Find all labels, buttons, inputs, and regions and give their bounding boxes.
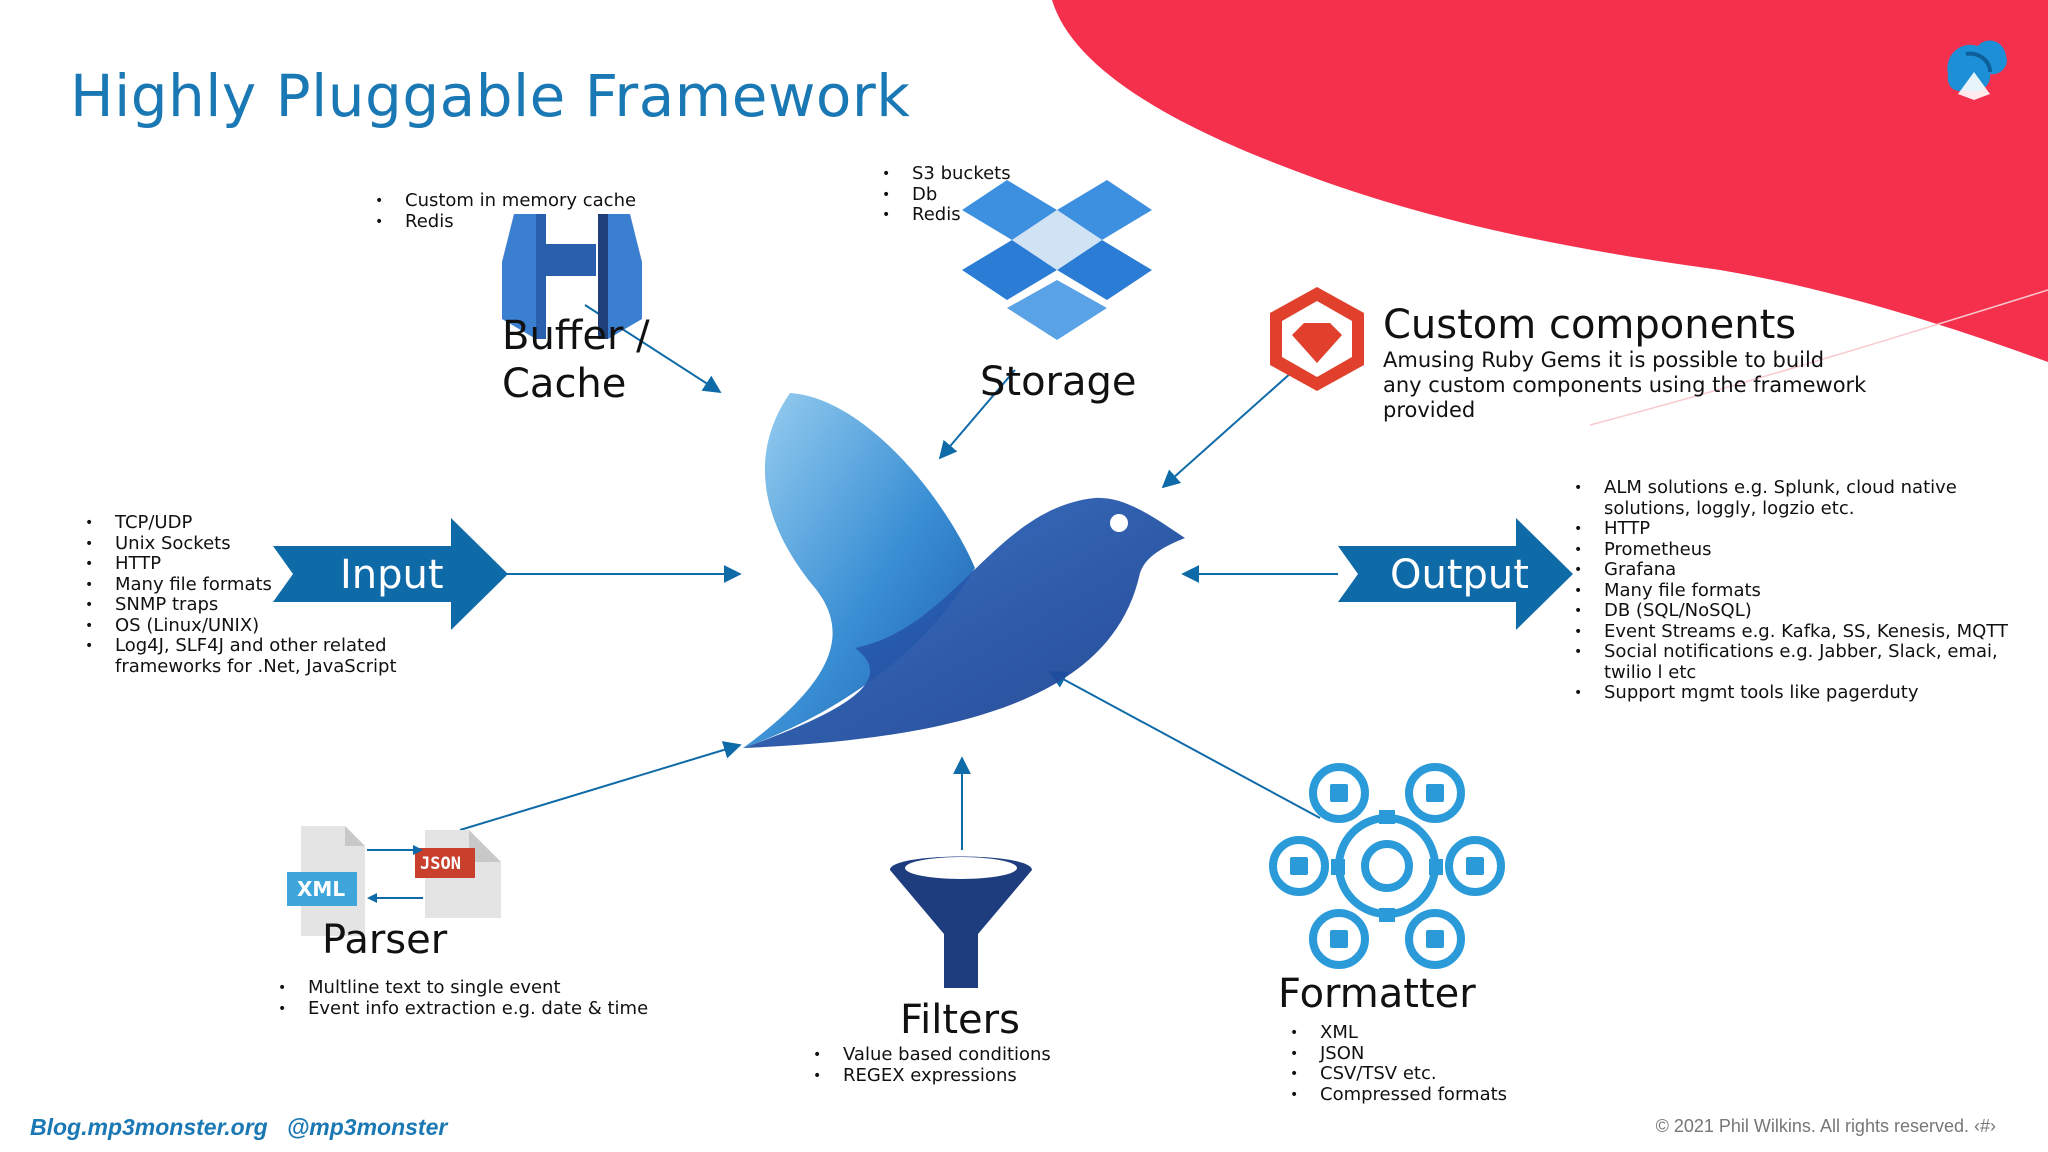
list-item: Redis xyxy=(882,204,1011,226)
formatter-icon xyxy=(1269,763,1505,969)
list-item: OS (Linux/UNIX) xyxy=(85,615,397,637)
list-item: Social notifications e.g. Jabber, Slack,… xyxy=(1574,641,2008,663)
json-tag: JSON xyxy=(420,854,461,874)
list-item: Value based conditions xyxy=(813,1044,1051,1066)
custom-components-title: Custom components xyxy=(1383,302,1797,348)
buffer-label-line2: Cache xyxy=(502,361,627,407)
list-item: Compressed formats xyxy=(1290,1084,1507,1106)
list-item: S3 buckets xyxy=(882,163,1011,185)
output-arrow-shape xyxy=(1338,518,1573,630)
output-bullets: ALM solutions e.g. Splunk, cloud native … xyxy=(1574,477,2008,704)
brand-logo-icon xyxy=(1947,40,2007,100)
storage-bullets: S3 buckets Db Redis xyxy=(882,163,1011,226)
storage-label: Storage xyxy=(980,359,1137,405)
buffer-cache-label: Buffer / Cache xyxy=(502,312,650,408)
list-item-continuation: twilio l etc xyxy=(1604,661,1697,683)
arrow-custom-to-core xyxy=(1161,371,1293,489)
funnel-filter-icon xyxy=(890,856,1032,988)
list-item: REGEX expressions xyxy=(813,1065,1051,1087)
list-item: Log4J, SLF4J and other related xyxy=(85,635,397,657)
buffer-cache-bullets: Custom in memory cache Redis xyxy=(375,190,636,233)
list-item: Custom in memory cache xyxy=(375,190,636,212)
custom-desc-line3: provided xyxy=(1383,398,1476,422)
list-item: Multline text to single event xyxy=(278,977,648,999)
ruby-gem-icon xyxy=(1270,287,1364,391)
list-item: solutions, loggly, logzio etc. xyxy=(1574,497,2008,520)
list-item-continuation: solutions, loggly, logzio etc. xyxy=(1604,497,1855,519)
list-item: HTTP xyxy=(1574,518,2008,540)
slide-title: Highly Pluggable Framework xyxy=(70,62,911,130)
list-item: Event Streams e.g. Kafka, SS, Kenesis, M… xyxy=(1574,621,2008,643)
list-item: SNMP traps xyxy=(85,594,397,616)
formatter-label: Formatter xyxy=(1278,971,1476,1017)
custom-components-desc: Amusing Ruby Gems it is possible to buil… xyxy=(1383,348,1866,423)
xml-tag: XML xyxy=(297,877,346,901)
input-arrow-shape xyxy=(273,518,508,630)
list-item-continuation: frameworks for .Net, JavaScript xyxy=(115,655,397,677)
parser-icon xyxy=(287,826,501,936)
footer-blog-link[interactable]: Blog.mp3monster.org @mp3monster xyxy=(30,1114,448,1140)
list-item: Unix Sockets xyxy=(85,533,397,555)
list-item: DB (SQL/NoSQL) xyxy=(1574,600,2008,622)
arrow-formatter-to-core xyxy=(1048,671,1321,819)
input-bullets: TCP/UDP Unix Sockets HTTP Many file form… xyxy=(85,512,397,678)
buffer-label-line1: Buffer / xyxy=(502,313,650,359)
formatter-bullets: XML JSON CSV/TSV etc. Compressed formats xyxy=(1290,1022,1507,1106)
parser-bullets: Multline text to single event Event info… xyxy=(278,977,648,1020)
list-item: Many file formats xyxy=(85,574,397,596)
list-item: frameworks for .Net, JavaScript xyxy=(85,655,397,678)
fluentd-bird-icon xyxy=(743,393,1185,748)
list-item: JSON xyxy=(1290,1043,1507,1065)
custom-desc-line2: any custom components using the framewor… xyxy=(1383,373,1867,397)
red-blob-shape xyxy=(1052,0,2048,362)
list-item: Grafana xyxy=(1574,559,2008,581)
list-item: XML xyxy=(1290,1022,1507,1044)
list-item: HTTP xyxy=(85,553,397,575)
list-item: Redis xyxy=(375,211,636,233)
list-item: twilio l etc xyxy=(1574,661,2008,684)
list-item: CSV/TSV etc. xyxy=(1290,1063,1507,1085)
buffer-cache-icon xyxy=(502,214,642,339)
list-item: Prometheus xyxy=(1574,539,2008,561)
arrow-storage-to-core xyxy=(938,369,1016,460)
custom-desc-line1: Amusing Ruby Gems it is possible to buil… xyxy=(1383,348,1825,372)
arrow-parser-to-core xyxy=(459,741,742,831)
list-item: Support mgmt tools like pagerduty xyxy=(1574,682,2008,704)
input-label: Input xyxy=(340,552,444,598)
parser-label: Parser xyxy=(322,917,448,963)
filters-bullets: Value based conditions REGEX expressions xyxy=(813,1044,1051,1087)
faint-arc-line xyxy=(1589,289,2048,426)
list-item: TCP/UDP xyxy=(85,512,397,534)
list-item: Event info extraction e.g. date & time xyxy=(278,998,648,1020)
list-item: Db xyxy=(882,184,1011,206)
footer-copyright: © 2021 Phil Wilkins. All rights reserved… xyxy=(1655,1116,1996,1136)
list-item: Many file formats xyxy=(1574,580,2008,602)
output-label: Output xyxy=(1390,552,1529,598)
filters-label: Filters xyxy=(900,997,1020,1043)
list-item: ALM solutions e.g. Splunk, cloud native xyxy=(1574,477,2008,499)
